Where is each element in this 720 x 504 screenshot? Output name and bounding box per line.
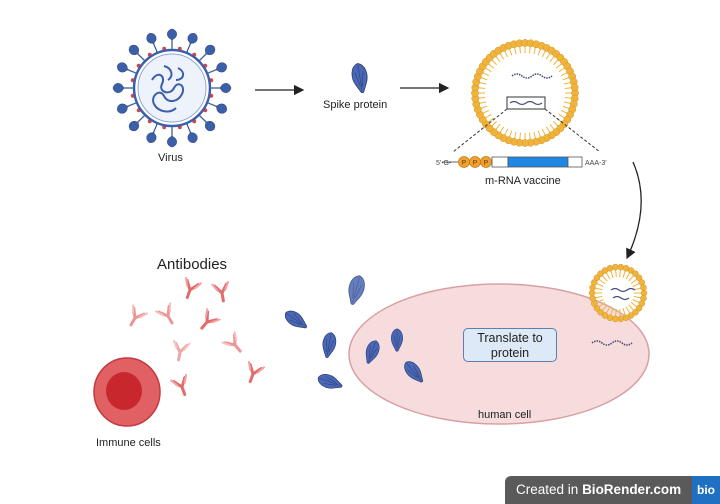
five-prime-label: 5'-G- bbox=[436, 160, 452, 167]
antibody-icon bbox=[200, 308, 221, 330]
zoom-line-left bbox=[452, 108, 508, 153]
biorender-logo: bio bbox=[692, 476, 720, 504]
antibodies-group bbox=[129, 276, 265, 397]
virus-label: Virus bbox=[158, 152, 183, 164]
mrna-vaccine-label: m-RNA vaccine bbox=[485, 175, 561, 187]
spike-protein-icon bbox=[317, 374, 343, 389]
human-cell-label: human cell bbox=[478, 409, 532, 421]
spike-protein-icon bbox=[404, 361, 424, 383]
mrna-strand bbox=[511, 73, 553, 79]
spike-protein-icon bbox=[348, 275, 365, 305]
badge-text: Created in BioRender.com bbox=[516, 482, 682, 497]
spike-protein-icon bbox=[365, 340, 380, 364]
zoom-line-right bbox=[544, 108, 601, 153]
biorender-badge[interactable]: Created in BioRender.com bio bbox=[505, 476, 720, 504]
spike-protein-icon bbox=[322, 332, 337, 358]
antibody-icon bbox=[221, 331, 242, 353]
immune-cells-label: Immune cells bbox=[96, 437, 161, 449]
antibody-icon bbox=[211, 280, 230, 303]
three-prime-label: AAA-3' bbox=[585, 160, 607, 167]
virus-illustration bbox=[112, 28, 232, 148]
antibody-icon bbox=[172, 339, 191, 362]
antibody-icon bbox=[184, 276, 202, 300]
phosphate-3: P bbox=[484, 160, 488, 167]
spike-protein-icon bbox=[284, 310, 308, 329]
phosphate-2: P bbox=[473, 160, 477, 167]
phosphate-1: P bbox=[462, 160, 466, 167]
antibody-icon bbox=[247, 360, 265, 384]
antibody-icon bbox=[129, 304, 148, 327]
antibody-icon bbox=[170, 373, 188, 397]
translate-to-protein-box: Translate to protein bbox=[463, 328, 557, 362]
spike-protein-label: Spike protein bbox=[323, 99, 388, 111]
lipid-nanoparticle bbox=[471, 39, 579, 147]
lipid-nanoparticle-small bbox=[588, 263, 648, 323]
spike-protein-icon bbox=[391, 328, 403, 352]
antibody-icon bbox=[155, 302, 174, 325]
antibodies-label: Antibodies bbox=[157, 256, 228, 273]
arrow-vaccine-to-cell bbox=[626, 161, 642, 260]
spike-protein-icon bbox=[351, 63, 368, 94]
mrna-in-cell bbox=[591, 340, 633, 346]
mrna-construct bbox=[442, 156, 583, 168]
